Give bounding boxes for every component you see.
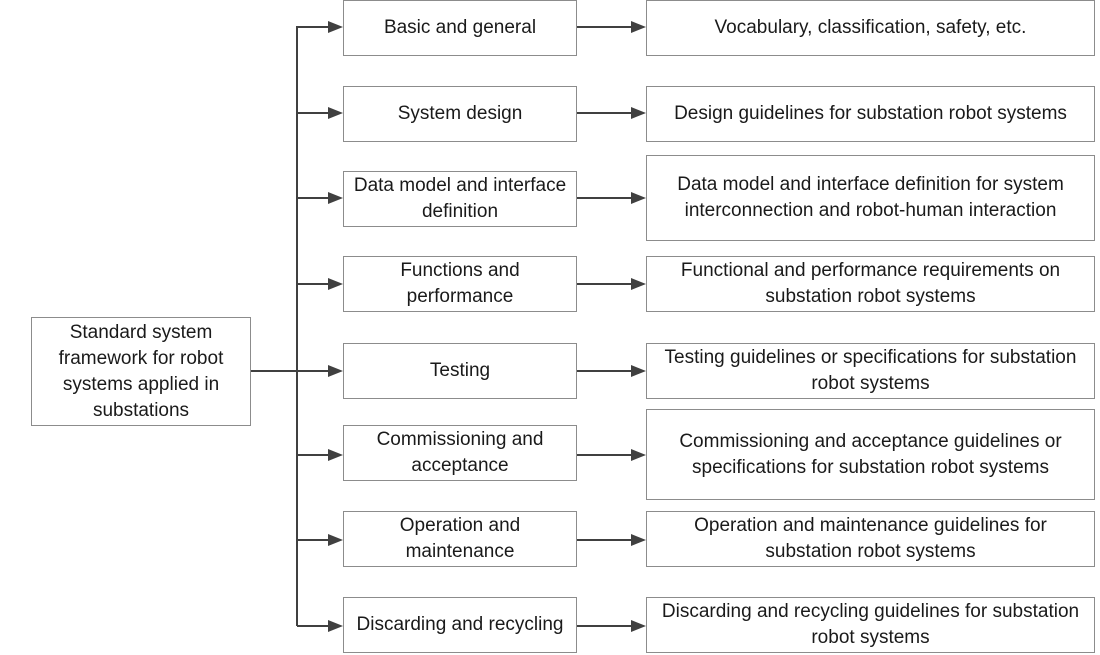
category-connector	[577, 26, 632, 28]
branch-connector	[297, 197, 329, 199]
arrow-icon	[631, 365, 646, 377]
root-node-label: Standard system framework for robot syst…	[58, 321, 224, 421]
category-connector	[577, 112, 632, 114]
category-node: Testing	[343, 343, 577, 399]
category-connector	[577, 454, 632, 456]
root-node: Standard system framework for robot syst…	[31, 317, 251, 426]
branch-connector	[297, 26, 329, 28]
description-label: Discarding and recycling guidelines for …	[661, 601, 1080, 648]
category-label: Operation and maintenance	[399, 515, 521, 562]
arrow-icon	[328, 278, 343, 290]
arrow-icon	[328, 21, 343, 33]
description-node: Operation and maintenance guidelines for…	[646, 511, 1095, 567]
category-label: Functions and performance	[400, 260, 520, 307]
arrow-icon	[328, 365, 343, 377]
description-label: Vocabulary, classification, safety, etc.	[714, 17, 1027, 38]
description-node: Data model and interface definition for …	[646, 155, 1095, 241]
branch-connector	[297, 539, 329, 541]
description-node: Discarding and recycling guidelines for …	[646, 597, 1095, 653]
category-connector	[577, 539, 632, 541]
description-label: Data model and interface definition for …	[677, 174, 1064, 221]
description-node: Testing guidelines or specifications for…	[646, 343, 1095, 399]
category-label: System design	[397, 103, 523, 124]
arrow-icon	[631, 534, 646, 546]
arrow-icon	[631, 620, 646, 632]
description-label: Design guidelines for substation robot s…	[674, 103, 1067, 124]
category-label: Discarding and recycling	[356, 614, 564, 635]
category-connector	[577, 370, 632, 372]
description-label: Operation and maintenance guidelines for…	[694, 515, 1047, 562]
description-node: Design guidelines for substation robot s…	[646, 86, 1095, 142]
category-connector	[577, 197, 632, 199]
arrow-icon	[328, 192, 343, 204]
arrow-icon	[631, 449, 646, 461]
branch-connector	[297, 370, 329, 372]
category-node: Commissioning and acceptance	[343, 425, 577, 481]
category-node: Functions and performance	[343, 256, 577, 312]
description-node: Commissioning and acceptance guidelines …	[646, 409, 1095, 500]
arrow-icon	[631, 107, 646, 119]
category-label: Commissioning and acceptance	[376, 429, 544, 476]
category-connector	[577, 283, 632, 285]
category-label: Data model and interface definition	[353, 175, 567, 222]
arrow-icon	[328, 449, 343, 461]
category-node: Discarding and recycling	[343, 597, 577, 653]
description-label: Commissioning and acceptance guidelines …	[679, 430, 1062, 478]
category-node: System design	[343, 86, 577, 142]
description-label: Functional and performance requirements …	[680, 260, 1061, 307]
description-label: Testing guidelines or specifications for…	[664, 347, 1077, 394]
description-node: Vocabulary, classification, safety, etc.	[646, 0, 1095, 56]
category-node: Operation and maintenance	[343, 511, 577, 567]
arrow-icon	[328, 620, 343, 632]
arrow-icon	[328, 107, 343, 119]
category-label: Testing	[429, 360, 491, 381]
branch-connector	[297, 625, 329, 627]
description-node: Functional and performance requirements …	[646, 256, 1095, 312]
arrow-icon	[631, 21, 646, 33]
category-label: Basic and general	[383, 17, 537, 38]
branch-connector	[297, 454, 329, 456]
arrow-icon	[328, 534, 343, 546]
root-connector	[251, 370, 298, 372]
trunk-line	[296, 26, 298, 626]
category-node: Data model and interface definition	[343, 171, 577, 227]
branch-connector	[297, 112, 329, 114]
branch-connector	[297, 283, 329, 285]
arrow-icon	[631, 278, 646, 290]
arrow-icon	[631, 192, 646, 204]
category-connector	[577, 625, 632, 627]
category-node: Basic and general	[343, 0, 577, 56]
